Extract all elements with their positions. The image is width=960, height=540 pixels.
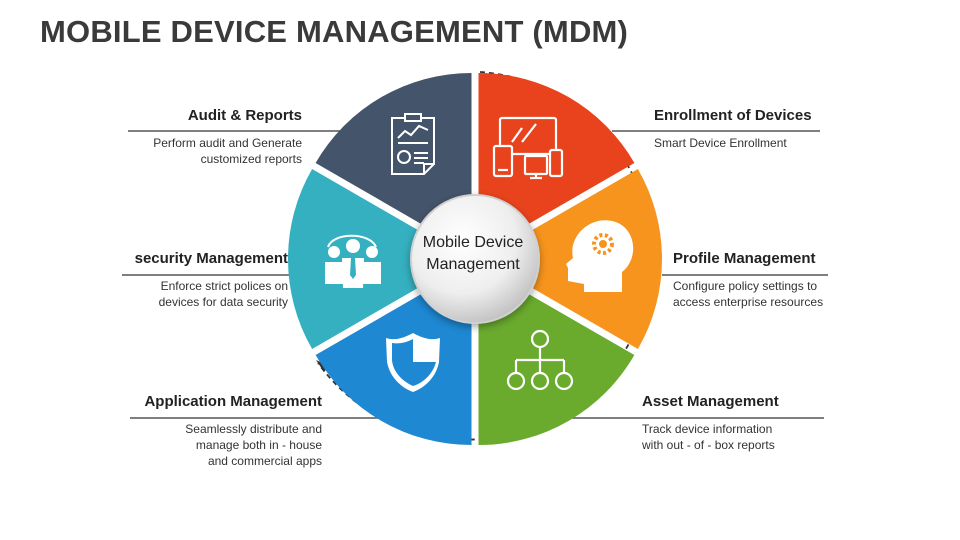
center-hub (410, 194, 540, 324)
security-desc-line1: Enforce strict polices on (160, 279, 288, 293)
audit-desc-line2: customized reports (200, 152, 302, 166)
enrollment-block: Enrollment of Devices Smart Device Enrol… (654, 107, 824, 151)
profile-block: Profile Management Configure policy sett… (673, 250, 853, 310)
page-title: MOBILE DEVICE MANAGEMENT (MDM) (40, 14, 629, 49)
profile-desc-line2: access enterprise resources (673, 295, 824, 309)
security-block: security Management Enforce strict polic… (88, 250, 288, 310)
application-block: Application Management Seamlessly distri… (102, 393, 322, 469)
asset-heading: Asset Management (642, 393, 779, 410)
application-desc-line2: manage both in - house (195, 438, 322, 452)
application-desc-line3: and commercial apps (207, 454, 322, 468)
team-icon (325, 234, 381, 288)
center-label-line2: Management (426, 256, 520, 273)
segment-security (288, 169, 468, 349)
shield-icon (386, 333, 440, 392)
profile-desc-line1: Configure policy settings to (673, 279, 818, 293)
audit-heading: Audit & Reports (187, 107, 302, 124)
asset-block: Asset Management Track device informatio… (642, 393, 822, 453)
devices-icon (492, 116, 564, 180)
asset-desc-line2: with out - of - box reports (642, 438, 775, 452)
report-icon (391, 113, 435, 175)
audit-block: Audit & Reports Perform audit and Genera… (100, 107, 302, 167)
security-heading: security Management (134, 250, 288, 267)
segment-asset (478, 265, 635, 446)
asset-desc-line1: Track device information (642, 422, 773, 436)
audit-desc-line1: Perform audit and Generate (153, 136, 302, 150)
enrollment-desc-line1: Smart Device Enrollment (654, 136, 787, 150)
center-label: Mobile Device Management (408, 232, 538, 276)
head-gear-icon (566, 220, 634, 292)
security-desc-line2: devices for data security (158, 295, 288, 309)
application-heading: Application Management (144, 393, 322, 410)
application-desc-line1: Seamlessly distribute and (185, 422, 322, 436)
enrollment-heading: Enrollment of Devices (654, 107, 812, 124)
profile-heading: Profile Management (673, 250, 816, 267)
hierarchy-icon (506, 329, 574, 391)
center-label-line1: Mobile Device (422, 234, 524, 251)
